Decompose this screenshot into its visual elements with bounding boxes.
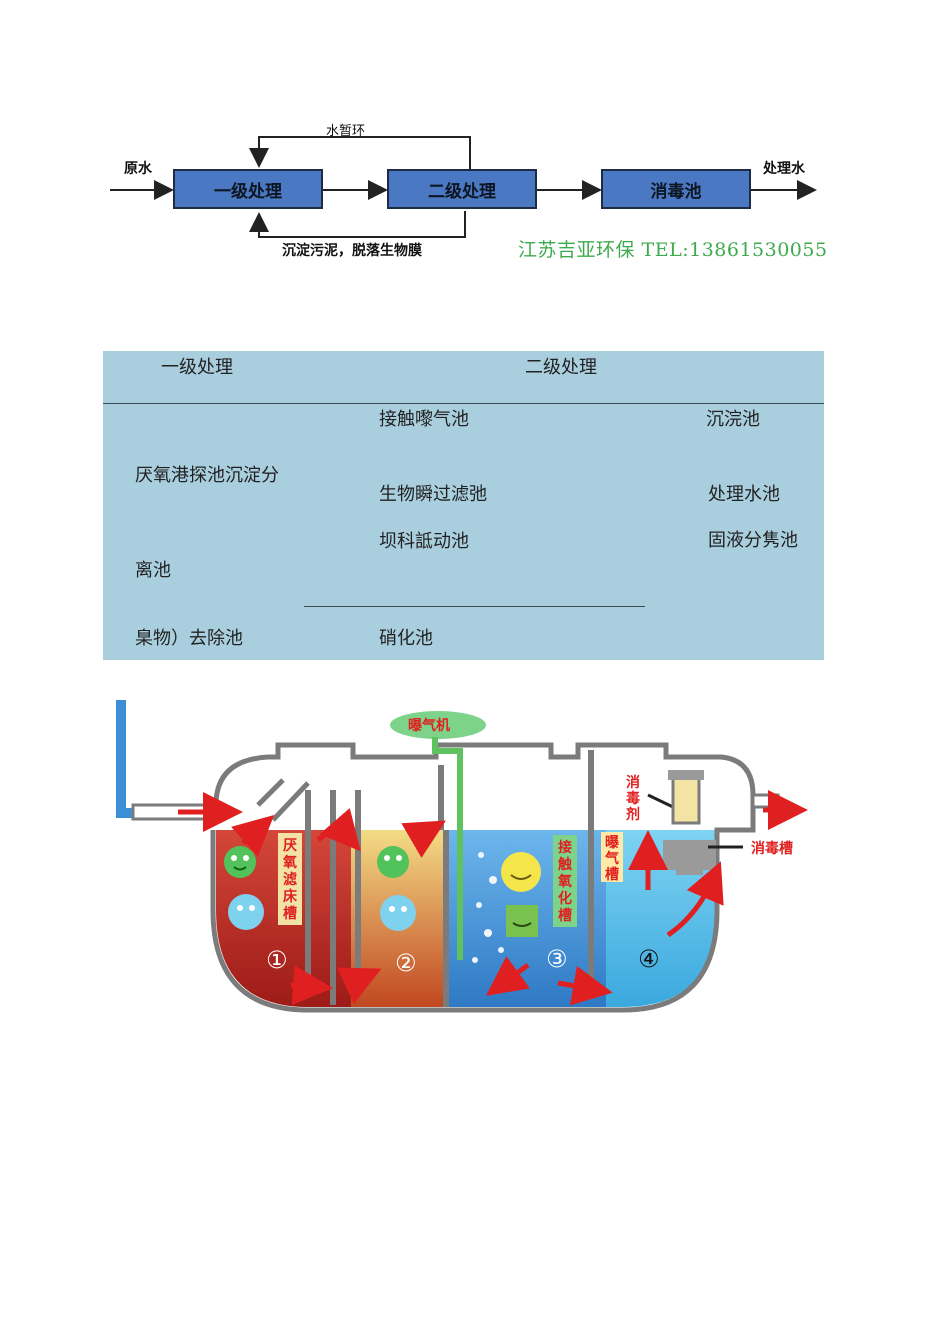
col3-item2: 处理水池 [708,484,780,505]
flow-connectors [110,136,817,238]
disinfectant-dispenser [671,776,701,825]
col3-item1: 沉浣池 [706,409,760,430]
aerator-unit [390,711,486,739]
inlet-pipe [116,700,163,818]
loop-top-label: 水暂环 [326,124,366,139]
primary-treatment-label: 一级处理 [214,181,282,202]
disinfection-tank [663,840,716,875]
col2-item4: 硝化池 [379,628,433,649]
flow-arrows [231,808,724,1006]
col2-item3: 坝科詆动池 [379,531,469,552]
primary-treatment-box: 一级处理 [173,169,323,209]
aeration-pipe [432,737,463,960]
tank-wall [210,742,756,1013]
col1-line2: 离池 [135,560,171,581]
col2-divider [304,606,645,607]
chamber-number-2: ② [395,949,417,977]
header-primary: 一级处理 [161,357,233,378]
chamber-number-4: ④ [638,945,660,973]
watermark: 江苏吉亚环保 TEL:13861530055 [518,239,828,261]
output-label: 处理水 [763,161,805,177]
chamber-number-3: ③ [546,945,568,973]
col3-item3: 固液分隽池 [708,530,798,551]
disinfectant-label: 消毒剂 [626,774,640,823]
loop-bottom-label: 沉淀污泥，脱落生物膜 [282,243,422,259]
disinfection-label: 消毒池 [650,181,702,202]
chamber-number-1: ① [266,946,288,974]
col2-item2: 生物瞬过滤弛 [379,484,487,505]
col1-line3: 臬物）去除池 [135,628,243,649]
col2-item1: 接触嚟气池 [379,409,469,430]
aeration-label: 曝气槽 [604,835,619,883]
chamber-1-label: 厌氧滤床槽 [282,838,298,922]
chamber-3-label: 接触氧化槽 [557,839,572,924]
col1-line1: 厌氧港探池沉淀分 [135,465,279,486]
septic-tank-illustration: 曝气机 厌氧滤床槽 接触氧化槽 曝气槽 消毒剂 消毒槽 [116,700,808,1013]
disinfection-box: 消毒池 [601,169,751,209]
header-divider [103,403,824,404]
chamber-numbers: ① ② ③ ④ [266,945,660,977]
bubbles [472,852,504,963]
secondary-treatment-label: 二级处理 [428,181,496,202]
disinfection-tank-label: 消毒槽 [751,840,793,857]
secondary-treatment-box: 二级处理 [387,169,537,209]
process-table: 一级处理 二级处理 厌氧港探池沉淀分 离池 臬物）去除池 接触嚟气池 生物瞬过滤… [103,351,824,660]
input-label: 原水 [124,161,152,177]
aerator-label: 曝气机 [408,717,450,734]
header-secondary: 二级处理 [525,357,597,378]
